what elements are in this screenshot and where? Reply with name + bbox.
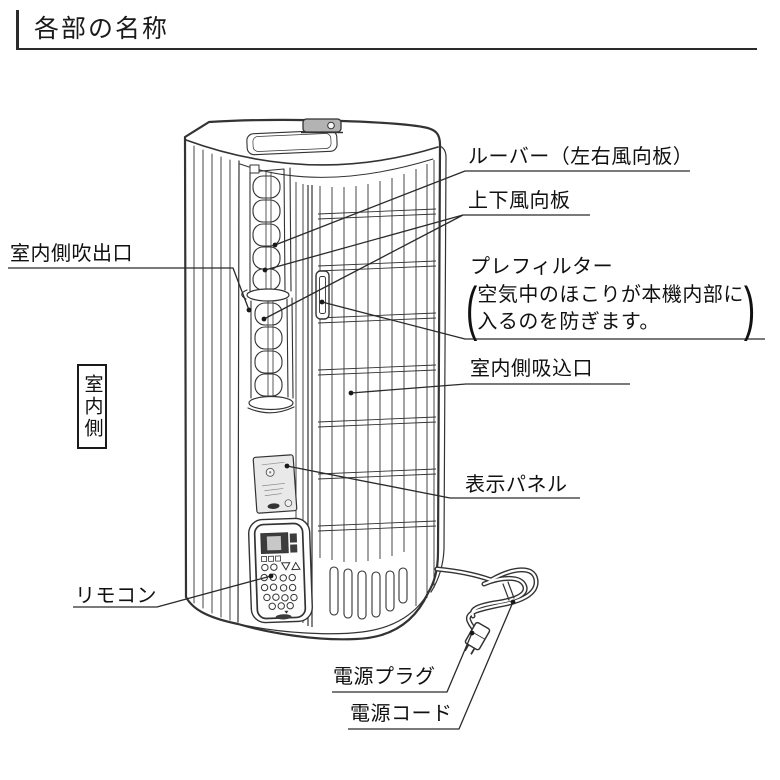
label-remote: リモコン (75, 585, 157, 607)
prefilter-paren-close: ) (743, 275, 756, 343)
prefilter-note-lines: 空気中のほこりが本機内部に 入るのを防ぎます。 (477, 282, 744, 336)
label-display-panel: 表示パネル (465, 474, 568, 496)
power-plug-drawing (464, 621, 491, 655)
intake-grille (317, 160, 437, 606)
display-panel-drawing (252, 454, 298, 514)
leader-dots (246, 242, 516, 636)
prefilter-paren-open: ( (466, 275, 478, 343)
power-cord-drawing (434, 566, 539, 635)
top-recess (246, 129, 338, 156)
label-power-plug: 電源プラグ (333, 666, 436, 688)
prefilter-note-line2: 入るのを防ぎます。 (477, 311, 660, 333)
louver-grille (241, 164, 295, 414)
left-side-ridges (193, 145, 231, 621)
leader-lines (8, 170, 765, 730)
label-power-cord: 電源コード (350, 703, 453, 725)
label-outlet: 室内側吹出口 (10, 243, 133, 265)
label-louver: ルーバー（左右風向板） (468, 146, 694, 168)
label-prefilter-note: ( 空気中のほこりが本機内部に 入るのを防ぎます。 ) (466, 275, 756, 343)
label-intake: 室内側吸込口 (470, 358, 593, 380)
section-header: 各部の名称 (16, 10, 757, 50)
top-handle-tab (301, 118, 343, 134)
label-prefilter-title: プレフィルター (470, 256, 614, 278)
label-vane: 上下風向板 (468, 190, 571, 212)
prefilter-tab (315, 270, 330, 320)
page-title: 各部の名称 (34, 15, 170, 43)
remote-control-drawing (247, 517, 313, 624)
prefilter-note-line1: 空気中のほこりが本機内部に (477, 284, 744, 306)
indoor-side-box: 室内側 (77, 364, 107, 449)
bottom-vent-slots (329, 566, 408, 620)
